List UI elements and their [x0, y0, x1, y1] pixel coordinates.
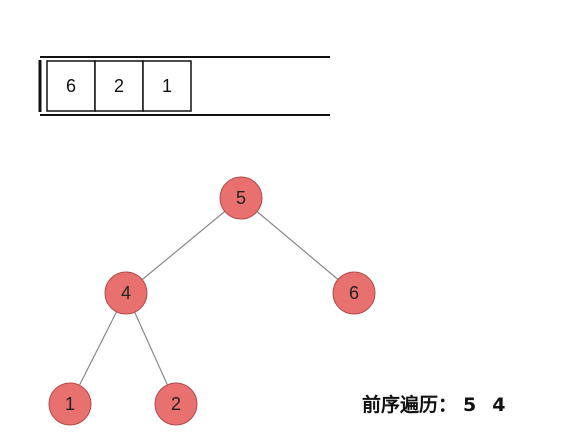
tree-edge — [69, 292, 127, 405]
tree-node-label: 5 — [236, 188, 246, 208]
tree-node-2 — [154, 382, 198, 426]
tree-node-5 — [219, 176, 263, 220]
stack-cell-value: 1 — [162, 76, 172, 96]
stack-cell-value: 2 — [114, 76, 124, 96]
tree-node-label: 4 — [121, 283, 131, 303]
tree-node-label: 2 — [171, 394, 181, 414]
stack-cell-value: 6 — [66, 76, 76, 96]
tree-nodes: 5 4 6 1 2 — [48, 176, 376, 426]
tree-edge — [240, 197, 355, 294]
traversal-item: 4 — [492, 394, 506, 416]
tree-node-1 — [48, 382, 92, 426]
stack-container: 6 2 1 — [38, 56, 330, 116]
tree-node-label: 1 — [65, 394, 75, 414]
tree-node-label: 6 — [349, 283, 359, 303]
stack-cell — [46, 60, 96, 112]
tree-node-4 — [104, 271, 148, 315]
stack-cells: 6 2 1 — [46, 60, 192, 112]
stack-cell — [94, 60, 144, 112]
tree-edge — [125, 292, 177, 405]
traversal-label: 前序遍历： — [362, 394, 458, 416]
tree-node-6 — [332, 271, 376, 315]
tree-edges — [69, 197, 355, 405]
tree-edge — [125, 197, 242, 294]
traversal-item: 5 — [463, 394, 477, 416]
stack-cell — [142, 60, 192, 112]
